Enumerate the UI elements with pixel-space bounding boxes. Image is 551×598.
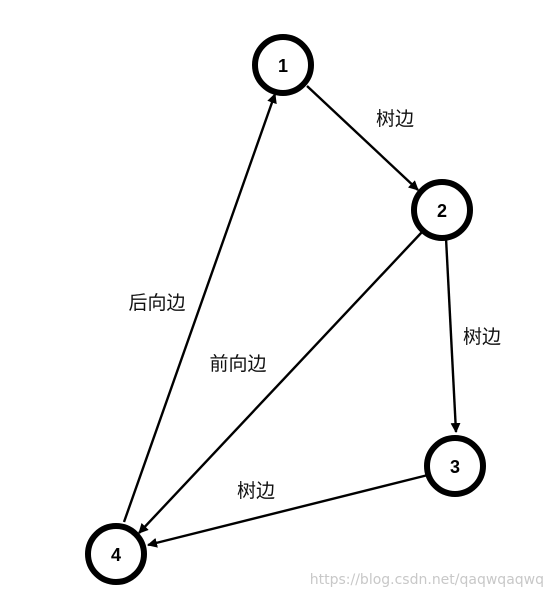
node-label-4: 4 — [111, 545, 121, 565]
edge-label-3-4: 树边 — [237, 480, 275, 502]
edge-label-2-4: 前向边 — [209, 353, 266, 375]
node-label-3: 3 — [450, 457, 460, 477]
node-2: 2 — [411, 179, 473, 241]
edge-2-to-4 — [138, 231, 423, 534]
edge-2-to-3 — [444, 237, 461, 433]
node-3: 3 — [424, 435, 486, 497]
edge-4-to-1 — [122, 93, 277, 523]
node-label-1: 1 — [278, 56, 288, 76]
watermark-text: https://blog.csdn.net/qaqwqaqwq — [310, 572, 544, 588]
node-1: 1 — [252, 34, 314, 96]
edge-3-to-4 — [147, 473, 429, 548]
node-label-2: 2 — [437, 201, 447, 221]
node-4: 4 — [85, 523, 147, 585]
edge-1-to-2 — [306, 85, 419, 191]
edge-label-2-3: 树边 — [463, 326, 501, 348]
edge-label-1-2: 树边 — [376, 108, 414, 130]
edge-label-4-1: 后向边 — [128, 292, 185, 314]
